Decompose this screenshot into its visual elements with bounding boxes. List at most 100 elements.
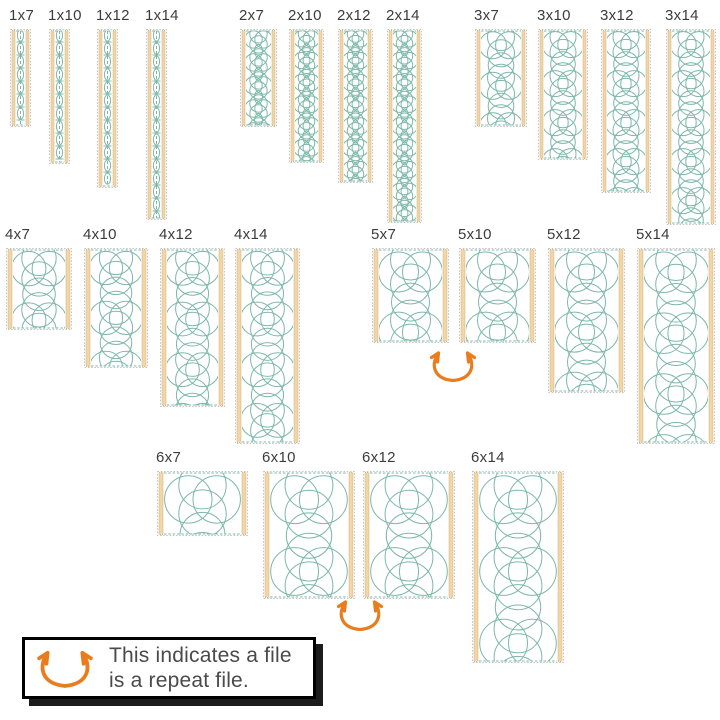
repeat-arrow-6x10-6x12 <box>336 600 384 632</box>
design-swatch-3x7: 3x7 <box>474 7 527 127</box>
design-swatch-art-5x10 <box>459 248 536 343</box>
size-label-3x7: 3x7 <box>474 7 500 24</box>
design-swatch-box-5x12 <box>548 248 625 393</box>
design-swatch-art-1x7 <box>10 29 31 127</box>
design-swatch-art-5x7 <box>372 248 449 343</box>
design-swatch-2x7: 2x7 <box>239 7 277 127</box>
repeat-file-legend: This indicates a file is a repeat file. <box>22 637 316 699</box>
design-swatch-4x12: 4x12 <box>159 226 225 407</box>
design-swatch-1x12: 1x12 <box>96 7 129 188</box>
size-label-5x14: 5x14 <box>636 226 670 243</box>
design-swatch-box-3x10 <box>538 29 588 160</box>
design-swatch-1x7: 1x7 <box>9 7 35 127</box>
design-swatch-art-4x7 <box>6 248 72 330</box>
design-swatch-6x14: 6x14 <box>471 449 564 663</box>
size-label-1x10: 1x10 <box>48 7 82 24</box>
size-label-6x12: 6x12 <box>362 449 396 466</box>
design-swatch-art-5x12 <box>548 248 625 393</box>
design-swatch-4x7: 4x7 <box>5 226 72 330</box>
design-swatch-box-5x7 <box>372 248 449 343</box>
design-swatch-box-2x14 <box>387 29 422 223</box>
design-swatch-1x14: 1x14 <box>145 7 178 220</box>
design-swatch-5x12: 5x12 <box>547 226 625 393</box>
design-swatch-2x10: 2x10 <box>288 7 324 163</box>
design-swatch-box-1x7 <box>10 29 31 127</box>
size-label-1x14: 1x14 <box>145 7 179 24</box>
legend-line-2: is a repeat file. <box>109 669 249 692</box>
design-swatch-art-6x10 <box>263 471 355 599</box>
size-label-2x7: 2x7 <box>239 7 265 24</box>
design-swatch-box-3x12 <box>601 29 651 193</box>
design-swatch-6x10: 6x10 <box>262 449 355 599</box>
design-swatch-box-2x12 <box>338 29 373 183</box>
design-swatch-box-4x12 <box>160 248 225 407</box>
size-label-1x7: 1x7 <box>9 7 35 24</box>
design-swatch-art-1x10 <box>49 29 70 164</box>
design-swatch-box-1x12 <box>97 29 118 188</box>
size-label-4x10: 4x10 <box>83 226 117 243</box>
size-label-5x10: 5x10 <box>458 226 492 243</box>
design-swatch-art-5x14 <box>637 248 715 444</box>
design-swatch-art-3x12 <box>601 29 651 193</box>
design-swatch-box-6x12 <box>363 471 455 599</box>
size-label-3x14: 3x14 <box>665 7 699 24</box>
repeat-arrow-icon <box>37 650 93 688</box>
design-swatch-box-1x10 <box>49 29 70 164</box>
design-swatch-box-4x7 <box>6 248 72 330</box>
size-label-3x10: 3x10 <box>537 7 571 24</box>
legend-line-1: This indicates a file <box>109 644 292 667</box>
design-swatch-box-5x14 <box>637 248 715 444</box>
size-label-6x14: 6x14 <box>471 449 505 466</box>
design-swatch-4x14: 4x14 <box>234 226 300 444</box>
size-label-1x12: 1x12 <box>96 7 130 24</box>
design-swatch-art-4x10 <box>84 248 148 368</box>
size-label-4x14: 4x14 <box>234 226 268 243</box>
design-swatch-5x7: 5x7 <box>371 226 449 343</box>
design-swatch-art-1x12 <box>97 29 118 188</box>
design-swatch-art-3x7 <box>475 29 527 127</box>
repeat-arrow-5x7-5x10 <box>429 351 477 383</box>
design-swatch-2x12: 2x12 <box>337 7 373 183</box>
design-swatch-art-6x12 <box>363 471 455 599</box>
size-label-2x10: 2x10 <box>288 7 322 24</box>
design-swatch-art-6x14 <box>472 471 564 663</box>
size-label-5x12: 5x12 <box>547 226 581 243</box>
size-label-3x12: 3x12 <box>600 7 634 24</box>
design-swatch-art-2x12 <box>338 29 373 183</box>
design-swatch-box-6x10 <box>263 471 355 599</box>
size-label-2x14: 2x14 <box>386 7 420 24</box>
design-swatch-box-1x14 <box>146 29 167 220</box>
legend-text: This indicates a file is a repeat file. <box>109 643 292 693</box>
design-swatch-3x12: 3x12 <box>600 7 651 193</box>
size-label-6x7: 6x7 <box>156 449 182 466</box>
design-swatch-box-6x7 <box>157 471 248 536</box>
design-swatch-art-2x7 <box>240 29 277 127</box>
size-label-4x12: 4x12 <box>159 226 193 243</box>
design-swatch-box-2x10 <box>289 29 324 163</box>
design-swatch-3x14: 3x14 <box>665 7 716 225</box>
design-swatch-2x14: 2x14 <box>386 7 422 223</box>
design-swatch-box-5x10 <box>459 248 536 343</box>
design-swatch-art-4x12 <box>160 248 225 407</box>
design-swatch-box-4x14 <box>235 248 300 444</box>
design-swatch-5x10: 5x10 <box>458 226 536 343</box>
design-swatch-art-2x14 <box>387 29 422 223</box>
design-swatch-4x10: 4x10 <box>83 226 148 368</box>
design-swatch-box-3x14 <box>666 29 716 225</box>
size-label-2x12: 2x12 <box>337 7 371 24</box>
design-swatch-art-3x14 <box>666 29 716 225</box>
design-swatch-art-6x7 <box>157 471 248 536</box>
size-label-6x10: 6x10 <box>262 449 296 466</box>
design-swatch-art-1x14 <box>146 29 167 220</box>
design-swatch-1x10: 1x10 <box>48 7 81 164</box>
design-swatch-6x12: 6x12 <box>362 449 455 599</box>
design-swatch-art-3x10 <box>538 29 588 160</box>
size-label-5x7: 5x7 <box>371 226 397 243</box>
design-swatch-5x14: 5x14 <box>636 226 715 444</box>
design-swatch-box-2x7 <box>240 29 277 127</box>
design-swatch-box-3x7 <box>475 29 527 127</box>
design-swatch-box-4x10 <box>84 248 148 368</box>
design-swatch-box-6x14 <box>472 471 564 663</box>
design-swatch-art-4x14 <box>235 248 300 444</box>
